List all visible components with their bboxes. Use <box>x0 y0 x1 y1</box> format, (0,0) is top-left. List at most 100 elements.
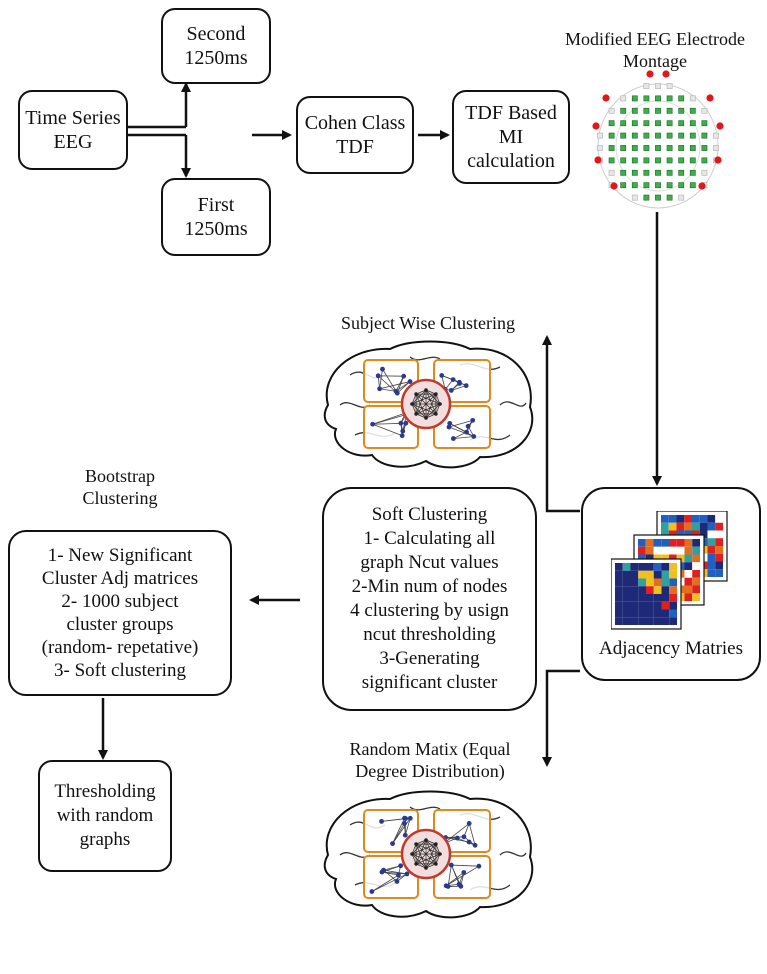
hub-edge <box>411 839 427 855</box>
electrode-26 <box>689 120 696 127</box>
matrix-cell <box>699 530 708 539</box>
bootstrap-line-6: 3- Soft clustering <box>54 660 186 681</box>
hub-edge <box>415 843 437 865</box>
hub-node <box>424 838 428 842</box>
network-node <box>461 870 467 875</box>
electrode-44 <box>655 145 661 151</box>
electrode-51 <box>608 157 615 164</box>
electrode-16 <box>678 107 685 114</box>
network-node <box>375 373 381 379</box>
network-node <box>446 424 452 430</box>
electrode-45 <box>666 145 673 151</box>
first-line-1: First <box>197 194 235 216</box>
random-matrix-line-1: Random Matix (Equal <box>349 739 511 759</box>
network-node <box>465 423 471 429</box>
electrode-12 <box>631 107 638 114</box>
time-series-line-1: Time Series <box>25 107 121 129</box>
electrode-72 <box>631 182 638 189</box>
matrix-cell <box>630 609 639 618</box>
matrix-cell <box>684 562 693 570</box>
brain-fold <box>409 806 441 811</box>
matrix-cell <box>645 554 654 563</box>
hub-node <box>434 412 438 416</box>
matrix-cell <box>630 563 639 571</box>
electrode-30 <box>620 132 627 139</box>
eeg-montage-diagram <box>592 70 724 209</box>
matrix-cell <box>676 522 685 531</box>
bootstrap-title: Bootstrap Clustering <box>60 465 180 509</box>
network-node <box>379 818 384 824</box>
matrix-cell <box>661 546 669 555</box>
threshold-line-3: graphs <box>79 829 131 850</box>
network-node <box>470 417 476 423</box>
hub-node <box>434 842 438 846</box>
electrode-59 <box>701 157 708 164</box>
matrix-cell <box>669 578 677 587</box>
matrix-cell <box>630 570 639 579</box>
electrode-41 <box>620 145 627 151</box>
network-node <box>402 815 407 821</box>
electrode-18 <box>701 107 708 114</box>
electrode-56 <box>666 157 673 164</box>
electrode-31 <box>631 132 638 139</box>
electrode-4 <box>631 95 638 102</box>
network-node <box>401 821 407 826</box>
matrix-cell <box>645 539 654 547</box>
matrix-cell <box>661 609 670 618</box>
network-node <box>476 863 482 869</box>
brain-fold <box>499 851 527 857</box>
matrix-cell <box>692 562 700 570</box>
random-matrix-line-2: Degree Distribution) <box>355 761 505 781</box>
electrode-63 <box>631 169 638 176</box>
electrode-32 <box>643 132 650 139</box>
matrix-cell <box>699 522 708 531</box>
electrode-49 <box>713 145 719 151</box>
matrix-cell <box>669 601 677 610</box>
matrix-cell <box>615 601 623 610</box>
network-node <box>390 841 395 847</box>
hub-node <box>424 866 428 870</box>
matrix-cell <box>692 554 700 563</box>
matrix-cell <box>653 546 662 555</box>
hub-node <box>414 842 418 846</box>
matrix-cell <box>684 585 693 594</box>
brain-fold <box>499 401 527 407</box>
montage-title-line-2: Montage <box>623 51 687 71</box>
hub-node <box>410 852 414 856</box>
matrix-cell <box>615 609 623 618</box>
ref-electrode-5 <box>716 122 724 130</box>
matrix-cell <box>653 578 662 587</box>
network-node <box>456 379 462 385</box>
electrode-8 <box>678 95 685 102</box>
matrix-cell <box>615 578 623 587</box>
network-edge <box>447 865 452 887</box>
matrix-cell <box>707 530 716 539</box>
matrix-cell <box>645 546 654 555</box>
matrix-cell <box>646 594 654 602</box>
arrow-to-subject-wise <box>542 335 580 513</box>
soft-clustering-box: Soft Clustering 1- Calculating all graph… <box>322 487 537 711</box>
matrix-cell <box>676 515 685 523</box>
matrix-cell <box>684 522 692 531</box>
electrode-57 <box>678 157 685 164</box>
network-edge <box>379 381 411 390</box>
electrode-55 <box>655 157 661 164</box>
matrix-cell <box>615 586 623 594</box>
network-edge <box>451 385 467 391</box>
network-edge <box>451 864 479 867</box>
electrode-80 <box>643 194 650 201</box>
matrix-cell <box>653 554 662 563</box>
electrode-14 <box>655 107 661 114</box>
network-edge <box>445 872 465 887</box>
electrode-35 <box>678 132 685 139</box>
network-node <box>454 835 460 841</box>
bootstrap-line-1: 1- New Significant <box>47 545 193 566</box>
electrode-40 <box>608 145 615 151</box>
soft-line-8: significant cluster <box>361 672 498 693</box>
matrix-cell <box>715 553 723 562</box>
electrode-25 <box>678 120 685 127</box>
second-line-1: Second <box>186 23 246 45</box>
matrix-cell <box>684 570 693 578</box>
matrix-cell <box>669 539 677 547</box>
